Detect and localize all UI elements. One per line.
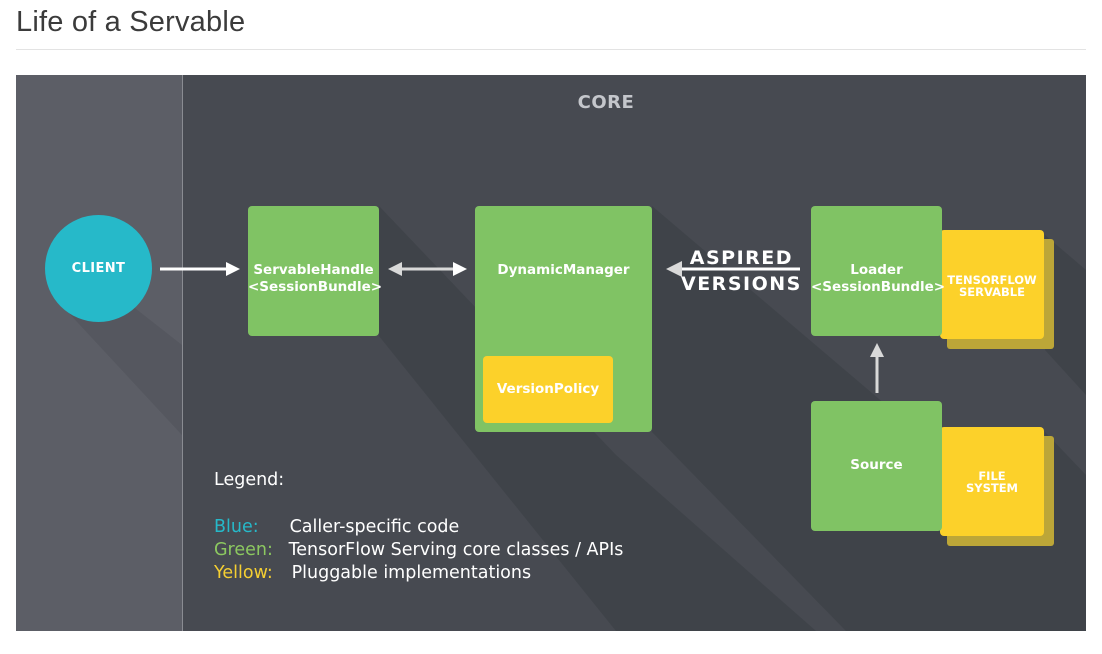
file-system-line2: SYSTEM (965, 481, 1019, 495)
source-box: Source (811, 401, 942, 531)
version-policy-box: VersionPolicy (483, 356, 613, 423)
legend-key-blue: Blue: (214, 517, 259, 537)
file-system-box: FILE SYSTEM (940, 427, 1044, 536)
legend-key-green: Green: (214, 540, 273, 560)
aspired-versions-arrow (666, 261, 800, 277)
client-shadow (66, 305, 182, 435)
title-divider (16, 49, 1086, 50)
legend-item-blue: Blue: Caller-specific code (214, 517, 459, 537)
core-label: CORE (577, 92, 635, 113)
client-circle: CLIENT (45, 215, 152, 322)
legend-key-yellow: Yellow: (214, 563, 273, 583)
servable-handle-box: ServableHandle <SessionBundle> (248, 206, 383, 336)
legend-heading: Legend: (214, 470, 285, 490)
handle-manager-bidirectional-arrow (388, 262, 467, 276)
source-to-loader-arrow (870, 343, 884, 393)
servable-handle-label: ServableHandle (253, 262, 374, 278)
loader-label: Loader (850, 262, 903, 278)
tensorflow-servable-line1: TENSORFLOW (947, 273, 1037, 287)
loader-box: Loader <SessionBundle> (811, 206, 946, 336)
source-label: Source (850, 457, 903, 473)
legend-text-green: TensorFlow Serving core classes / APIs (288, 540, 624, 560)
aspired-line1: ASPIRED (689, 247, 794, 269)
arrow-layer (160, 261, 884, 393)
legend-text-blue: Caller-specific code (289, 517, 460, 537)
client-to-handle-arrow (160, 262, 240, 276)
file-system-line1: FILE (978, 469, 1006, 483)
servable-lifecycle-diagram: CORE CLIENT ServableHandle <SessionBundl… (16, 75, 1086, 631)
page-title: Life of a Servable (16, 6, 246, 38)
tensorflow-servable-box: TENSORFLOW SERVABLE (940, 230, 1044, 339)
tensorflow-servable-line2: SERVABLE (959, 285, 1025, 299)
loader-type: <SessionBundle> (811, 279, 946, 295)
aspired-versions-label: ASPIRED VERSIONS (681, 245, 802, 297)
client-label: CLIENT (71, 261, 126, 276)
legend-item-green: Green: TensorFlow Serving core classes /… (214, 540, 623, 560)
legend-item-yellow: Yellow: Pluggable implementations (214, 563, 531, 583)
servable-handle-shadow (379, 206, 816, 631)
version-policy-label: VersionPolicy (496, 381, 600, 397)
aspired-line2: VERSIONS (681, 273, 802, 295)
legend-text-yellow: Pluggable implementations (291, 563, 532, 583)
servable-handle-type: <SessionBundle> (248, 279, 383, 295)
loader-shadow (1045, 235, 1086, 395)
dynamic-manager-label: DynamicManager (497, 262, 630, 278)
file-system-shadow (1045, 432, 1086, 585)
